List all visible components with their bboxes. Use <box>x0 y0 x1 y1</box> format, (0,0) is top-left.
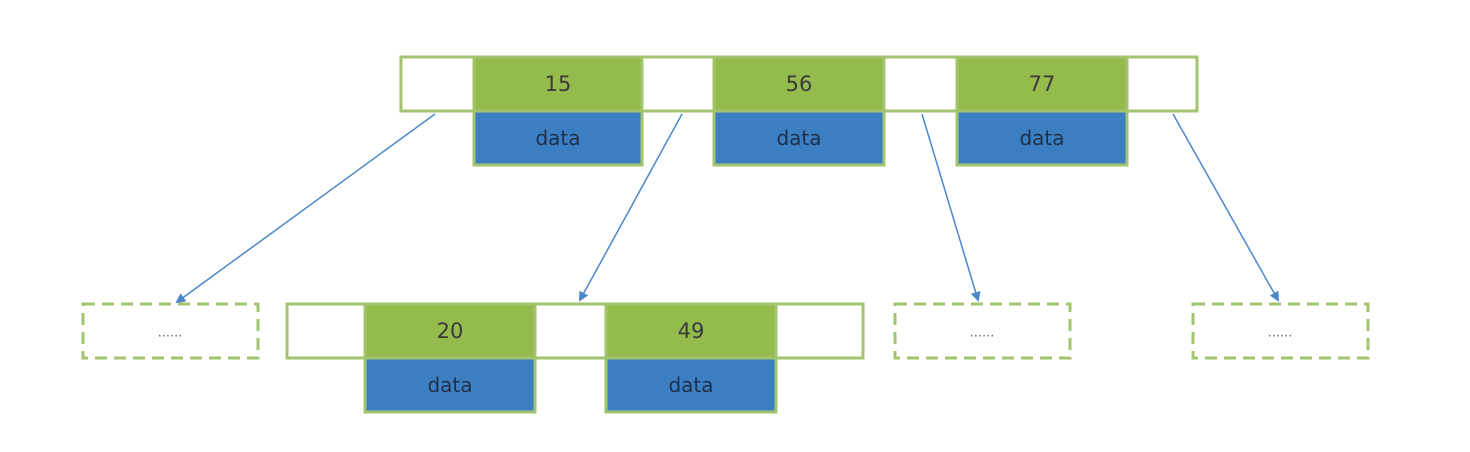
child-data-2: data <box>668 373 713 397</box>
placeholder-node-left: ...... <box>81 302 260 360</box>
child-data-cell-1 <box>363 356 537 414</box>
placeholder-frame-middle <box>893 302 1072 360</box>
root-data-3: data <box>1019 126 1064 150</box>
root-data-cell-3 <box>955 109 1129 167</box>
root-key-cell-3 <box>955 55 1129 113</box>
child-data-1: data <box>427 373 472 397</box>
root-key-3: 77 <box>1029 72 1056 96</box>
root-key-2: 56 <box>786 72 813 96</box>
pointer-arrow-1 <box>175 113 436 304</box>
root-data-cell-2 <box>712 109 886 167</box>
root-data-1: data <box>535 126 580 150</box>
child-data-cell-2 <box>604 356 778 414</box>
child-key-cell-2 <box>604 302 778 360</box>
child-node: 20 data 49 data <box>285 302 865 414</box>
placeholder-frame-left <box>81 302 260 360</box>
pointer-arrows <box>175 113 1279 304</box>
pointer-arrow-4 <box>1172 113 1279 302</box>
placeholder-ellipsis-middle: ...... <box>970 326 995 341</box>
root-data-2: data <box>776 126 821 150</box>
placeholder-node-right: ...... <box>1191 302 1370 360</box>
root-node: 15 data 56 data 77 data <box>399 55 1199 167</box>
pointer-arrow-3 <box>921 113 981 302</box>
placeholder-node-middle: ...... <box>893 302 1072 360</box>
root-data-cell-1 <box>472 109 644 167</box>
root-key-cell-2 <box>712 55 886 113</box>
root-key-1: 15 <box>545 72 572 96</box>
pointer-arrow-2 <box>579 113 683 302</box>
placeholder-ellipsis-left: ...... <box>158 326 183 341</box>
child-key-2: 49 <box>678 319 705 343</box>
child-key-1: 20 <box>437 319 464 343</box>
placeholder-frame-right <box>1191 302 1370 360</box>
placeholder-ellipsis-right: ...... <box>1268 326 1293 341</box>
